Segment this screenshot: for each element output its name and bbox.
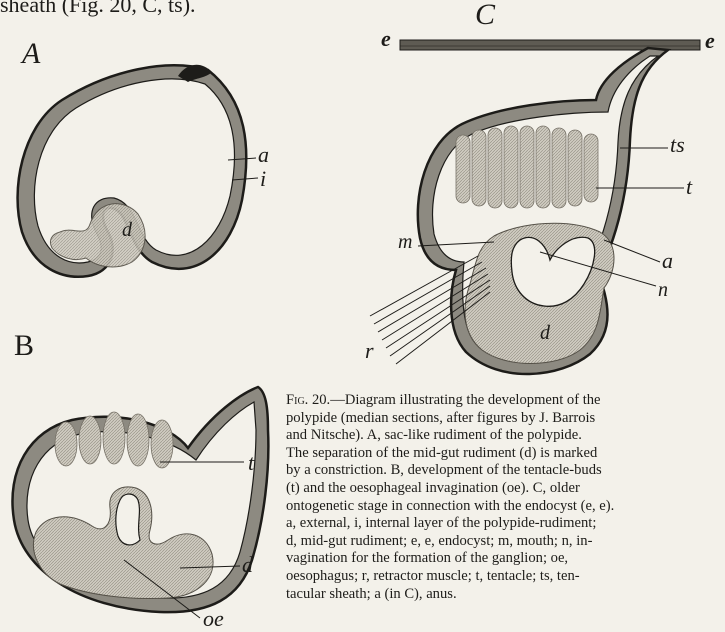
panel-b-oesophagus <box>116 494 140 545</box>
label-a-a: a <box>258 142 269 168</box>
label-c-d: d <box>540 322 550 345</box>
label-b-d: d <box>242 552 253 578</box>
caption-line: vagination for the formation of the gang… <box>286 550 568 566</box>
label-b-oe: oe <box>203 606 224 632</box>
panel-label-a: A <box>22 37 40 71</box>
panel-label-b: B <box>14 329 34 363</box>
label-c-m: m <box>398 231 412 254</box>
label-c-ts: ts <box>670 132 685 158</box>
panel-label-c: C <box>475 0 495 32</box>
label-a-i: i <box>260 166 266 192</box>
label-a-d: d <box>122 219 132 242</box>
caption-line: ontogenetic stage in connection with the… <box>286 498 614 514</box>
panel-c-diagram <box>370 40 700 374</box>
label-b-t: t <box>248 450 254 476</box>
caption-line: and Nitsche). A, sac-like rudiment of th… <box>286 427 582 443</box>
caption-line: tacular sheath; a (in C), anus. <box>286 586 457 602</box>
caption-figure-number: Fig. 20. <box>286 392 330 408</box>
caption-line: a, external, i, internal layer of the po… <box>286 515 596 531</box>
label-c-t: t <box>686 174 692 200</box>
caption-line: d, mid-gut rudiment; e, e, endocyst; m, … <box>286 533 592 549</box>
caption-line: (t) and the oesophageal invagination (oe… <box>286 480 580 496</box>
panel-b-diagram <box>12 387 268 618</box>
label-c-a: a <box>662 248 673 274</box>
panel-c-tentacles <box>456 126 598 208</box>
caption-line: The separation of the mid-gut rudiment (… <box>286 445 597 461</box>
label-c-n: n <box>658 279 668 302</box>
label-c-e-right: e <box>705 28 715 54</box>
caption-line: oesophagus; r, retractor muscle; t, tent… <box>286 568 580 584</box>
caption-line: by a constriction. B, development of the… <box>286 462 602 478</box>
panel-a-diagram <box>18 65 258 277</box>
caption-line: —Diagram illustrating the development of… <box>330 392 600 408</box>
label-c-r: r <box>365 338 374 364</box>
figure-caption: Fig. 20.—Diagram illustrating the develo… <box>286 392 725 603</box>
label-c-e-left: e <box>381 26 391 52</box>
caption-line: polypide (median sections, after figures… <box>286 410 595 426</box>
